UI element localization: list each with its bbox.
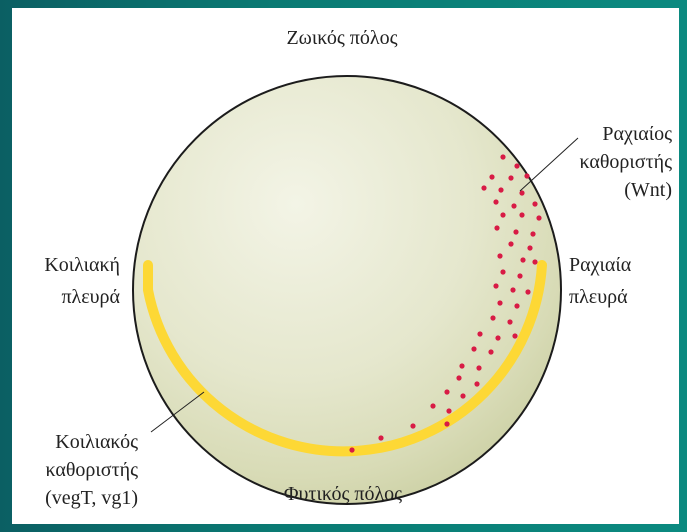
determinant-dot bbox=[481, 185, 486, 190]
determinant-dot bbox=[349, 447, 354, 452]
determinant-dot bbox=[530, 231, 535, 236]
ventral-determinant-label-line2: καθοριστής bbox=[45, 459, 138, 481]
determinant-dot bbox=[497, 300, 502, 305]
ventral-side-label-line2: πλευρά bbox=[61, 286, 120, 308]
determinant-dot bbox=[532, 259, 537, 264]
determinant-dot bbox=[459, 363, 464, 368]
determinant-dot bbox=[493, 283, 498, 288]
determinant-dot bbox=[517, 273, 522, 278]
ventral-determinant-label-line3: (vegT, vg1) bbox=[45, 487, 138, 509]
determinant-dot bbox=[511, 203, 516, 208]
determinant-dot bbox=[500, 154, 505, 159]
determinant-dot bbox=[514, 303, 519, 308]
determinant-dot bbox=[378, 435, 383, 440]
ventral-side-label-line1: Κοιλιακή bbox=[44, 254, 120, 276]
egg-cell bbox=[133, 76, 561, 504]
determinant-dot bbox=[510, 287, 515, 292]
determinant-dot bbox=[474, 381, 479, 386]
determinant-dot bbox=[524, 173, 529, 178]
determinant-dot bbox=[498, 187, 503, 192]
determinant-dot bbox=[512, 333, 517, 338]
determinant-dot bbox=[536, 215, 541, 220]
determinant-dot bbox=[476, 365, 481, 370]
vegetal-pole-label: Φυτικός πόλος bbox=[284, 483, 402, 505]
determinant-dot bbox=[532, 201, 537, 206]
determinant-dot bbox=[508, 241, 513, 246]
dorsal-side-label-line1: Ραχιαία bbox=[569, 254, 632, 276]
determinant-dot bbox=[456, 375, 461, 380]
determinant-dot bbox=[444, 421, 449, 426]
determinant-dot bbox=[444, 389, 449, 394]
dorsal-determinant-label-line2: καθοριστής bbox=[579, 151, 672, 173]
determinant-dot bbox=[493, 199, 498, 204]
determinant-dot bbox=[497, 253, 502, 258]
determinant-dot bbox=[527, 245, 532, 250]
determinant-dot bbox=[500, 212, 505, 217]
determinant-dot bbox=[490, 315, 495, 320]
dorsal-determinant-label-line1: Ραχιαίος bbox=[602, 123, 672, 145]
dorsal-determinant-leader bbox=[520, 138, 578, 191]
animal-pole-label: Ζωικός πόλος bbox=[286, 27, 397, 49]
determinant-dot bbox=[520, 257, 525, 262]
determinant-dot bbox=[410, 423, 415, 428]
determinant-dot bbox=[495, 335, 500, 340]
determinant-dot bbox=[525, 289, 530, 294]
dorsal-determinant-label-line3: (Wnt) bbox=[624, 179, 672, 201]
determinant-dot bbox=[471, 346, 476, 351]
determinant-dot bbox=[489, 174, 494, 179]
determinant-dot bbox=[488, 349, 493, 354]
determinant-dot bbox=[460, 393, 465, 398]
determinant-dot bbox=[494, 225, 499, 230]
determinant-dot bbox=[446, 408, 451, 413]
dorsal-side-label-line2: πλευρά bbox=[569, 286, 628, 308]
determinant-dot bbox=[519, 212, 524, 217]
determinant-dot bbox=[514, 163, 519, 168]
determinant-dot bbox=[507, 319, 512, 324]
determinant-dot bbox=[508, 175, 513, 180]
ventral-determinant-label-line1: Κοιλιακός bbox=[55, 431, 138, 453]
determinant-dot bbox=[477, 331, 482, 336]
determinant-dot bbox=[430, 403, 435, 408]
determinant-dot bbox=[513, 229, 518, 234]
determinant-dot bbox=[500, 269, 505, 274]
